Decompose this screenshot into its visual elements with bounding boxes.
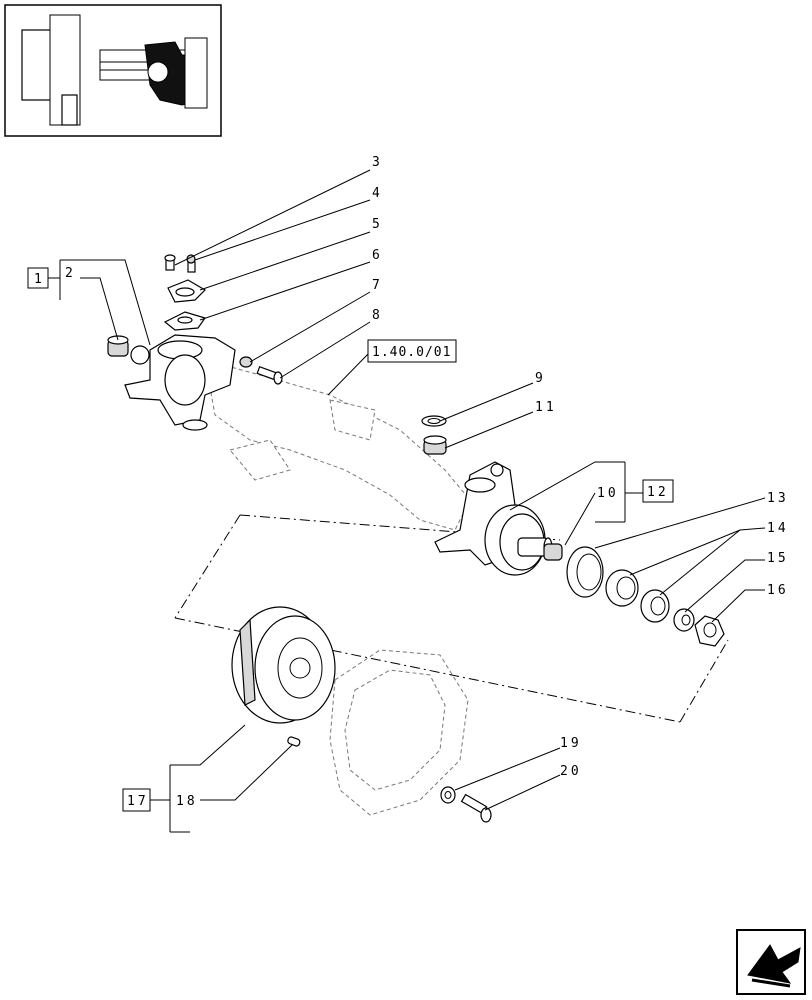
bolt-20[interactable] [460, 793, 492, 823]
callout-10: 10 [597, 486, 619, 501]
callout-4: 4 [372, 186, 383, 201]
callout-20: 20 [560, 764, 582, 779]
seal-13[interactable] [566, 546, 604, 598]
callout-16: 16 [767, 583, 789, 598]
callout-11: 11 [535, 400, 557, 415]
callout-18: 18 [176, 794, 198, 809]
cover-plate-5[interactable] [167, 279, 206, 303]
shim-6[interactable] [163, 311, 206, 331]
axle-housing-ghost [204, 359, 471, 816]
pin-18[interactable] [287, 736, 301, 747]
bearing-15[interactable] [640, 589, 670, 623]
left-steering-knuckle[interactable] [124, 334, 236, 431]
leader-lines [48, 169, 766, 833]
spacer-10[interactable] [543, 543, 563, 561]
callout-2: 2 [65, 266, 76, 281]
callout-14: 14 [767, 521, 789, 536]
exploded-view-boundary [174, 514, 729, 723]
bolt-3[interactable] [164, 254, 176, 271]
reference-label: 1.40.0/01 [372, 345, 451, 360]
callout-box-17 [122, 788, 151, 812]
callout-17: 17 [127, 794, 149, 809]
callout-12: 12 [647, 485, 669, 500]
reference-box [367, 339, 457, 363]
bolt-8[interactable] [256, 365, 283, 385]
wheel-hub[interactable] [231, 606, 336, 724]
seal-ring-9[interactable] [421, 415, 447, 427]
nut-16[interactable] [694, 615, 725, 647]
washer-19[interactable] [440, 786, 456, 804]
callout-6: 6 [372, 248, 383, 263]
callout-13: 13 [767, 491, 789, 506]
washer-16[interactable] [673, 608, 695, 632]
callout-19: 19 [560, 736, 582, 751]
callout-1: 1 [34, 272, 45, 287]
callout-3: 3 [372, 155, 383, 170]
callout-labels: 1 2 3 4 5 6 7 8 1.40.0/01 9 11 10 12 13 … [27, 155, 789, 812]
callout-box-12 [642, 479, 674, 503]
bushing-11[interactable] [423, 435, 447, 455]
callout-8: 8 [372, 308, 383, 323]
callout-5: 5 [372, 217, 383, 232]
next-page-arrow-icon[interactable] [736, 929, 806, 995]
callout-box-1 [27, 267, 49, 289]
callout-9: 9 [535, 371, 546, 386]
assembly-location-thumbnail[interactable] [4, 4, 222, 137]
callout-15: 15 [767, 551, 789, 566]
callout-7: 7 [372, 278, 383, 293]
washer-7[interactable] [239, 356, 253, 368]
bearing-14[interactable] [605, 569, 639, 607]
